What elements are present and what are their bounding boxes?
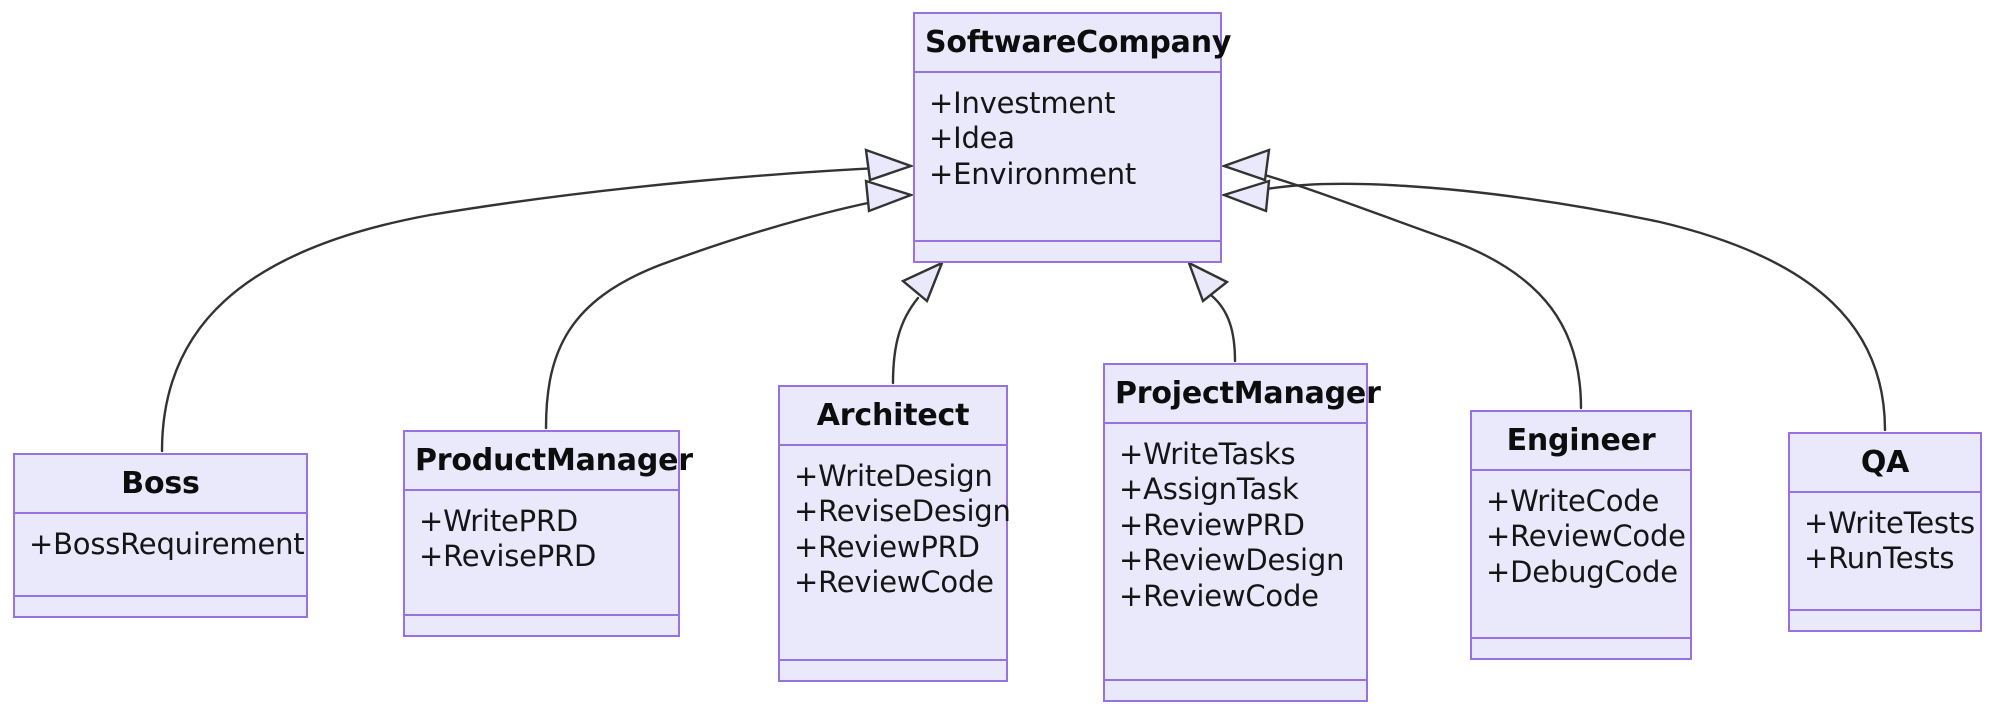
class-member: +ReviewCode bbox=[1486, 519, 1686, 554]
class-attributes-product-manager: +WritePRD +RevisePRD bbox=[405, 491, 678, 614]
class-divider-boss bbox=[15, 512, 306, 514]
edge-architect-to-software-company bbox=[891, 260, 945, 385]
class-methods-software-company bbox=[915, 242, 1220, 261]
class-box-qa[interactable]: QA +WriteTests +RunTests bbox=[1788, 432, 1982, 632]
class-member: +Investment bbox=[929, 86, 1116, 120]
class-member: +DebugCode bbox=[1486, 554, 1678, 589]
class-attributes-architect: +WriteDesign +ReviseDesign +ReviewPRD +R… bbox=[780, 446, 1011, 659]
class-title-boss: Boss bbox=[121, 466, 200, 501]
class-member: +WriteCode bbox=[1486, 484, 1660, 518]
class-methods-product-manager bbox=[405, 616, 678, 635]
class-methods-architect bbox=[780, 661, 1006, 680]
class-member: +ReviewDesign bbox=[1119, 543, 1345, 578]
class-divider-engineer bbox=[1472, 469, 1690, 471]
class-divider-methods-project-manager bbox=[1105, 679, 1366, 681]
class-member: +BossRequirement bbox=[29, 527, 305, 561]
class-box-project-manager[interactable]: ProjectManager +WriteTasks +AssignTask +… bbox=[1103, 363, 1381, 702]
class-divider-methods-engineer bbox=[1472, 637, 1690, 639]
class-attributes-boss: +BossRequirement bbox=[15, 514, 306, 595]
class-box-boss[interactable]: Boss +BossRequirement bbox=[13, 453, 308, 618]
class-member: +WritePRD bbox=[419, 504, 579, 538]
class-divider-methods-qa bbox=[1790, 609, 1980, 611]
class-methods-project-manager bbox=[1105, 681, 1366, 700]
class-attributes-software-company: +Investment +Idea +Environment bbox=[915, 73, 1220, 240]
class-box-software-company[interactable]: SoftwareCompany +Investment +Idea +Envir… bbox=[913, 12, 1232, 263]
class-title-project-manager: ProjectManager bbox=[1115, 376, 1381, 411]
class-title-engineer: Engineer bbox=[1506, 423, 1656, 458]
class-member: +ReviewPRD bbox=[1119, 507, 1305, 542]
class-attributes-qa: +WriteTests +RunTests bbox=[1790, 493, 1980, 609]
class-methods-qa bbox=[1790, 611, 1980, 630]
class-divider-methods-architect bbox=[780, 659, 1006, 661]
class-member: +Environment bbox=[929, 156, 1137, 191]
class-member: +WriteTests bbox=[1804, 506, 1975, 540]
class-member: +WriteTasks bbox=[1119, 437, 1296, 471]
class-divider-methods-boss bbox=[15, 595, 306, 597]
class-member: +ReviewPRD bbox=[794, 529, 980, 564]
class-member: +RevisePRD bbox=[419, 539, 597, 574]
class-divider-methods-software-company bbox=[915, 240, 1220, 242]
class-methods-engineer bbox=[1472, 639, 1690, 658]
class-member: +ReviewCode bbox=[1119, 578, 1319, 613]
class-member: +ReviewCode bbox=[794, 565, 994, 600]
class-member: +WriteDesign bbox=[794, 459, 993, 493]
class-methods-boss bbox=[15, 597, 306, 616]
class-divider-qa bbox=[1790, 491, 1980, 493]
class-member: +AssignTask bbox=[1119, 472, 1299, 507]
class-title-product-manager: ProductManager bbox=[415, 443, 693, 478]
edge-project-manager-to-software-company bbox=[1186, 260, 1237, 363]
class-member: +ReviseDesign bbox=[794, 494, 1011, 529]
class-divider-methods-product-manager bbox=[405, 614, 678, 616]
class-box-architect[interactable]: Architect +WriteDesign +ReviseDesign +Re… bbox=[778, 385, 1011, 682]
class-attributes-engineer: +WriteCode +ReviewCode +DebugCode bbox=[1472, 471, 1690, 637]
class-box-engineer[interactable]: Engineer +WriteCode +ReviewCode +DebugCo… bbox=[1470, 410, 1692, 660]
class-divider-product-manager bbox=[405, 489, 678, 491]
class-divider-software-company bbox=[915, 71, 1220, 73]
class-title-architect: Architect bbox=[816, 398, 970, 433]
class-title-software-company: SoftwareCompany bbox=[925, 25, 1232, 60]
class-title-qa: QA bbox=[1860, 445, 1910, 480]
class-box-product-manager[interactable]: ProductManager +WritePRD +RevisePRD bbox=[403, 430, 693, 637]
class-attributes-project-manager: +WriteTasks +AssignTask +ReviewPRD +Revi… bbox=[1105, 424, 1366, 679]
class-member: +Idea bbox=[929, 121, 1015, 156]
class-member: +RunTests bbox=[1804, 541, 1955, 576]
